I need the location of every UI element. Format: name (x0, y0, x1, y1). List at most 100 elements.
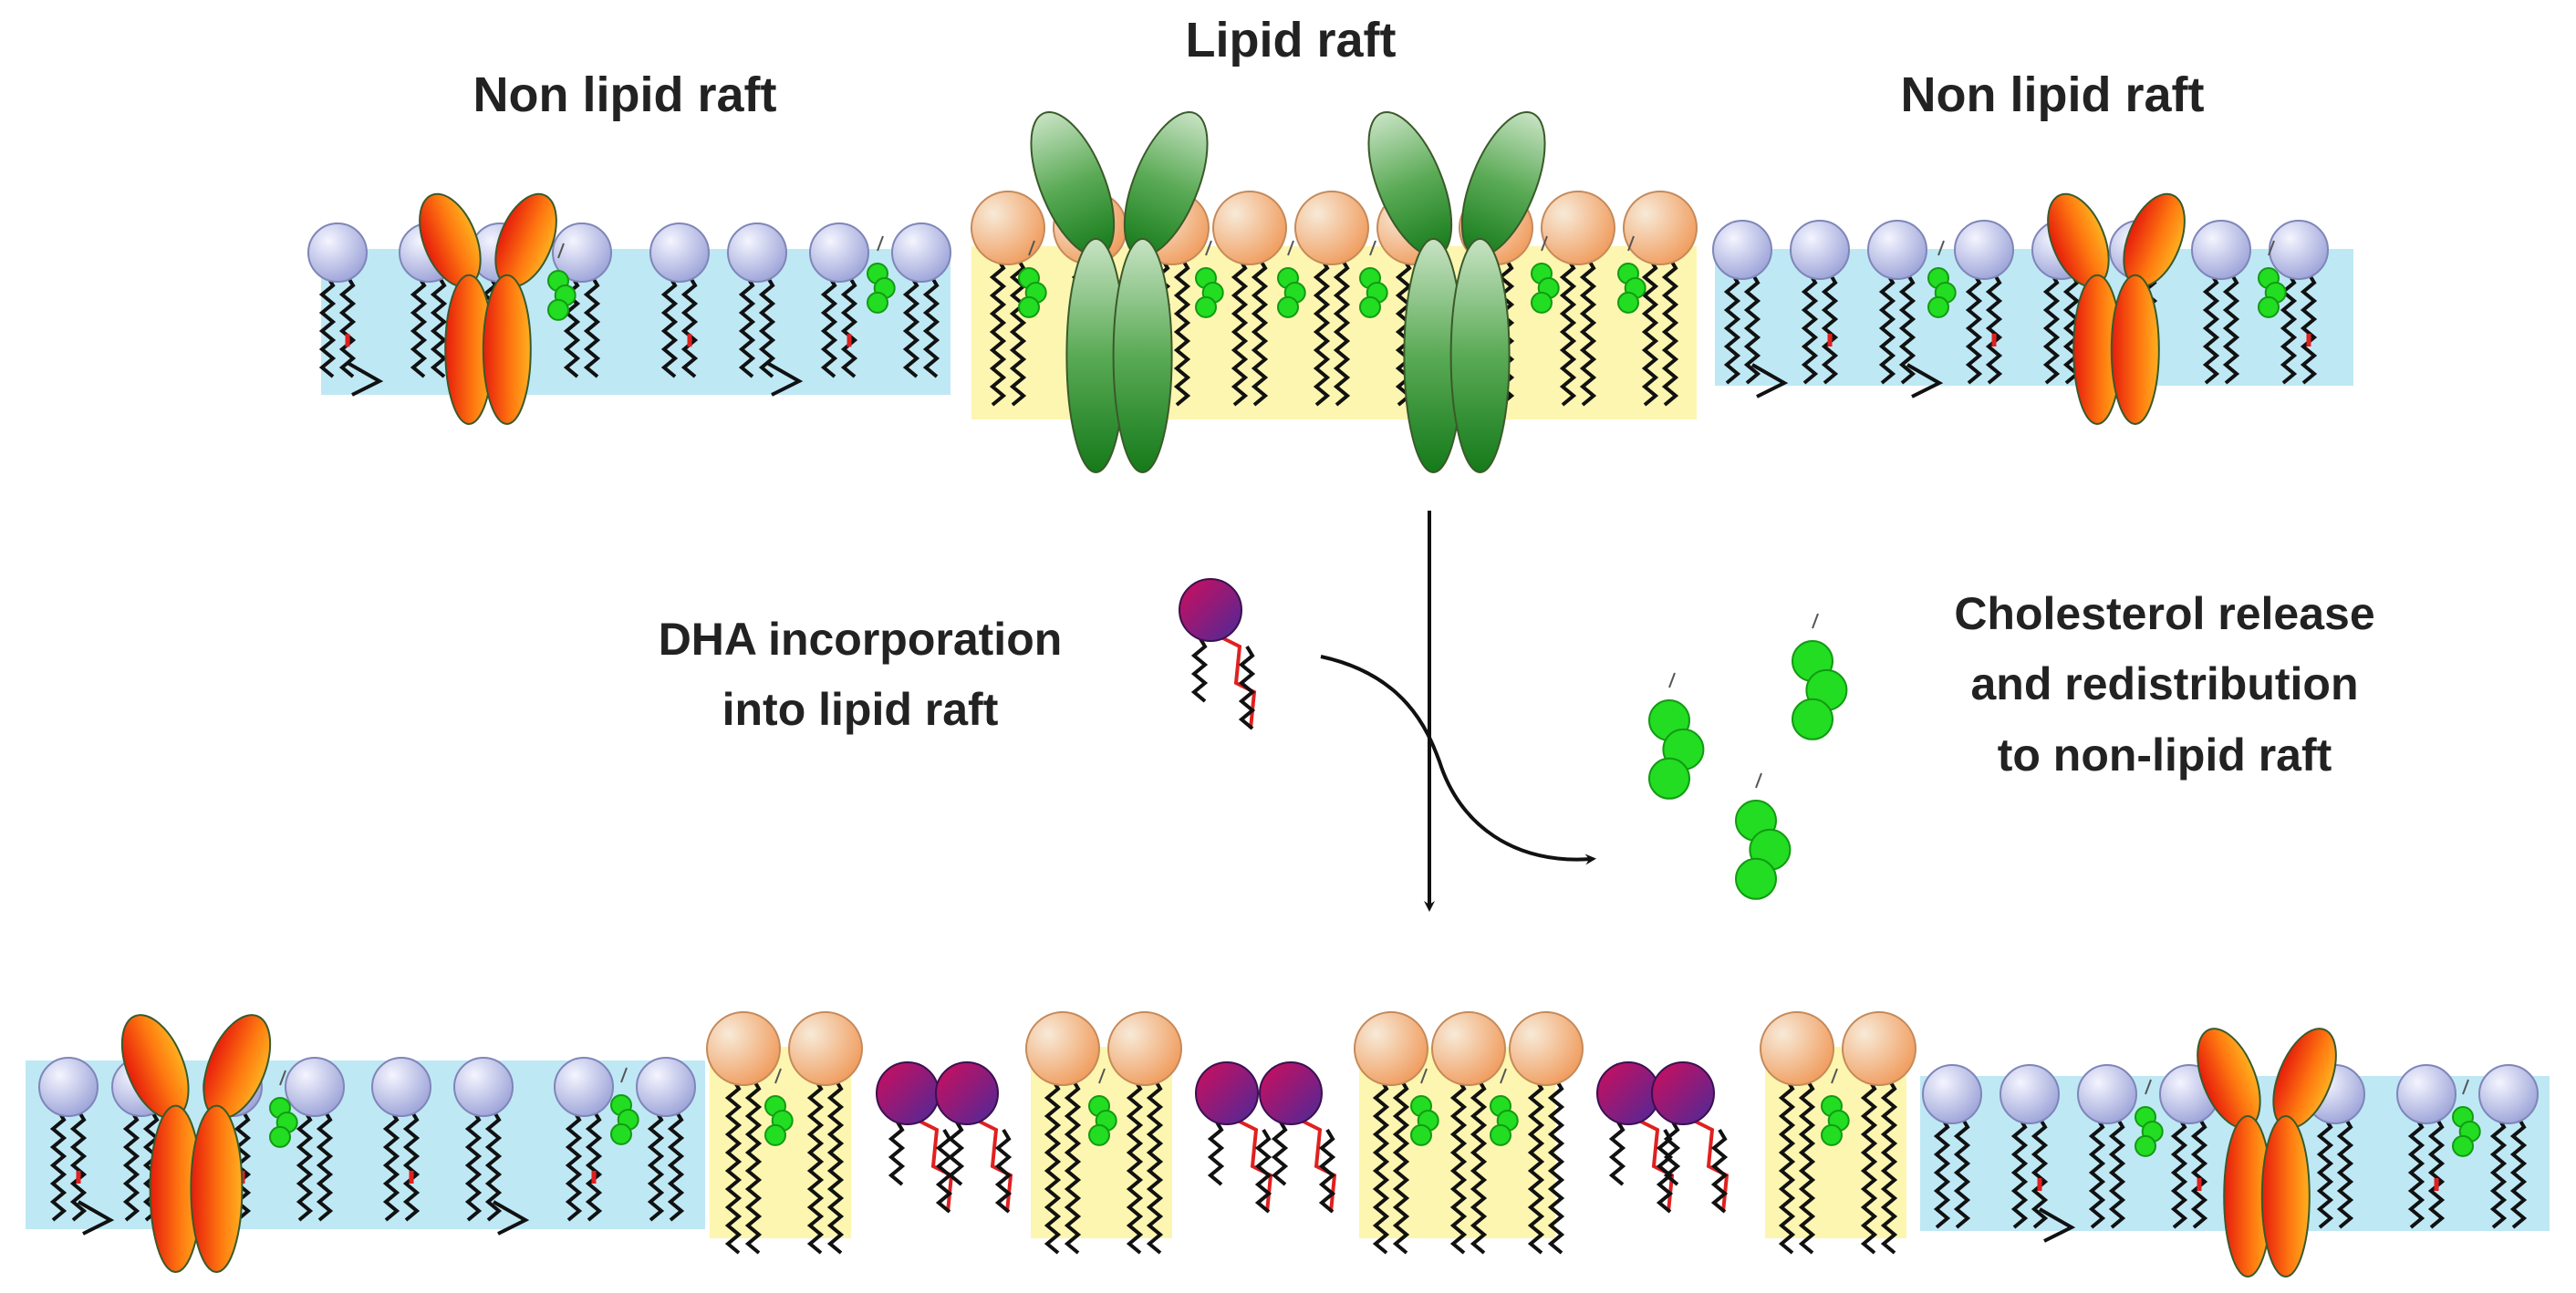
phospholipid (2042, 272, 2081, 385)
lipid-tail (1470, 1078, 1488, 1255)
cholesterol-tail (1831, 1068, 1838, 1084)
lipid-tail (744, 1078, 763, 1255)
non-raft-receptor (2047, 192, 2186, 425)
cholesterol (1195, 240, 1224, 318)
cholesterol (1821, 1068, 1850, 1146)
dha-tail-polyunsaturated (1638, 1119, 1675, 1213)
lipid-tail (1880, 1078, 1898, 1255)
lipid-tail (1126, 1078, 1144, 1255)
dha-tail (947, 1119, 965, 1186)
cholesterol-tail (1627, 235, 1635, 252)
cholesterol-tail (279, 1070, 286, 1086)
phospholipid-head (554, 1057, 614, 1117)
dha-tail-polyunsaturated (1237, 1119, 1273, 1213)
lipid-tail (1064, 1078, 1082, 1255)
dha-tail-polyunsaturated (918, 1119, 954, 1213)
lipid-tail (2489, 1116, 2508, 1229)
phospholipid-head (1867, 220, 1927, 280)
raft-receptor (1367, 111, 1546, 473)
cholesterol (1735, 772, 1792, 900)
cholesterol-ring (2452, 1134, 2474, 1157)
lipid-tail (1641, 257, 1659, 407)
lipid-tail (1313, 257, 1331, 407)
lipid-tail (1878, 272, 1896, 385)
cholesterol (269, 1070, 298, 1148)
lipid-tail (493, 1200, 530, 1236)
lipid-tail (1985, 272, 2003, 385)
dha-tail (994, 1128, 1013, 1214)
raft-lipid (1044, 1078, 1082, 1255)
dha-lipid (1207, 1119, 1273, 1214)
raft-lipid (1126, 1078, 1164, 1255)
raft-lipid (1527, 1078, 1565, 1255)
lipid-tail (1801, 272, 1819, 385)
cholesterol-ring (2135, 1134, 2156, 1157)
non-raft-receptor (2197, 1028, 2337, 1277)
cholesterol-ring (1927, 295, 1949, 318)
phospholipid (464, 1109, 530, 1236)
raft-lipid-head (1760, 1011, 1834, 1086)
lipid-tail (69, 1109, 88, 1222)
lipid-tail (2031, 1116, 2049, 1229)
lipid-tail (1527, 1078, 1545, 1255)
dha-lipid (888, 1119, 954, 1214)
phospholipid (2170, 1116, 2208, 1229)
raft-lipid-head (1025, 1011, 1100, 1086)
phospholipid-head (2077, 1064, 2137, 1124)
phospholipid-head (38, 1057, 99, 1117)
cholesterol-tail (1369, 240, 1376, 256)
lipid-tail (484, 1109, 503, 1222)
lipid-tail (316, 1109, 334, 1222)
lipid-tail (2300, 272, 2318, 385)
cholesterol (2258, 240, 2287, 318)
dha-tail (888, 1119, 906, 1186)
dha-head (1179, 578, 1242, 642)
dha-label-line1: DHA incorporation (659, 614, 1063, 665)
lipid-tail (2202, 272, 2220, 385)
raft-lipid-head (1623, 191, 1698, 265)
phospholipid-head (2478, 1064, 2539, 1124)
cholesterol-tail (1287, 240, 1294, 256)
cholesterol-label-line3: to non-lipid raft (1998, 729, 2332, 781)
phospholipid (2202, 272, 2240, 385)
cholesterol-tail (1028, 240, 1035, 256)
phospholipid (1933, 1116, 1971, 1229)
cholesterol-ring (269, 1125, 291, 1148)
receptor-stalk (1112, 238, 1173, 473)
phospholipid-head (2191, 220, 2251, 280)
lipid-tail (1661, 257, 1679, 407)
cholesterol-tail (620, 1067, 628, 1083)
phospholipid (2316, 1116, 2354, 1229)
lipid-tail (826, 1078, 845, 1255)
lipid-tail (583, 274, 601, 378)
lipid-tail (1372, 1078, 1390, 1255)
cholesterol-ring (1490, 1123, 1511, 1146)
lipid-tail (585, 1109, 603, 1222)
raft-lipid-head (1541, 191, 1615, 265)
phospholipid (820, 274, 858, 378)
dha-tail-polyunsaturated (1693, 1119, 1729, 1213)
dha-lipid (1663, 1119, 1729, 1214)
cholesterol (1088, 1068, 1117, 1146)
lipid-tail (1933, 1116, 1951, 1229)
cholesterol (547, 243, 576, 321)
cholesterol (1648, 672, 1705, 800)
cholesterol-ring (1821, 1123, 1843, 1146)
cholesterol-tail (1500, 1068, 1507, 1084)
phospholipid-head (371, 1057, 431, 1117)
dha-tail-polyunsaturated (1220, 636, 1257, 729)
phospholipid (296, 1109, 334, 1222)
phospholipid (902, 274, 940, 378)
lipid-tail (2427, 1116, 2446, 1229)
lipid-tail (989, 257, 1007, 407)
phospholipid-head (307, 222, 368, 283)
cholesterol (1792, 613, 1848, 740)
cholesterol-tail (557, 243, 565, 259)
lipid-tail (1778, 1078, 1796, 1255)
dha-head (1195, 1061, 1259, 1125)
receptor-lobe (1123, 111, 1209, 257)
lipid-tail (382, 1109, 400, 1222)
dha-tail (1318, 1128, 1336, 1214)
dha-tail (1238, 645, 1256, 730)
cholesterol-ring (1359, 295, 1381, 318)
